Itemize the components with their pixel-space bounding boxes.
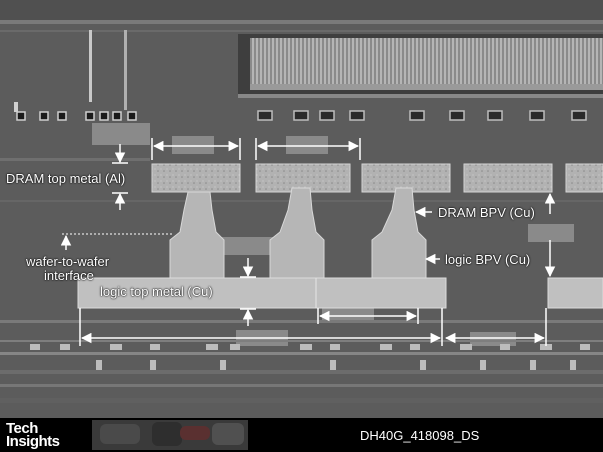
dram-bpv-label: DRAM BPV (Cu): [438, 205, 535, 220]
contact-probes: [14, 30, 127, 112]
dram-array-structure: [238, 34, 603, 98]
redacted-footer-region: [92, 420, 248, 450]
logic-top-metal-label: logic top metal (Cu): [100, 284, 213, 299]
upper-pads: [257, 110, 587, 121]
logic-top-metal: [77, 277, 603, 309]
logic-small-vias: [30, 344, 590, 370]
logic-bpv-label: logic BPV (Cu): [445, 252, 531, 267]
logo-line-2: Insights: [6, 433, 60, 450]
wafer-interface-label-line2: interface: [44, 268, 94, 283]
bpv-pillars: [169, 187, 427, 281]
image-code: DH40G_418098_DS: [360, 428, 480, 443]
top-band: [0, 0, 603, 22]
dram-top-metal-label: DRAM top metal (Al): [6, 171, 126, 186]
wafer-interface-label-line1: wafer-to-wafer: [26, 254, 110, 269]
logo-line-1: Tech: [6, 420, 38, 437]
dimension-arrows: [60, 138, 556, 346]
footer-bar: Tech Insights DH40G_418098_DS: [0, 418, 603, 452]
via-row: [16, 111, 137, 121]
sem-micrograph: [0, 0, 603, 418]
techinsights-logo: Tech Insights: [6, 420, 60, 450]
dram-top-metal-pads: [151, 163, 603, 193]
